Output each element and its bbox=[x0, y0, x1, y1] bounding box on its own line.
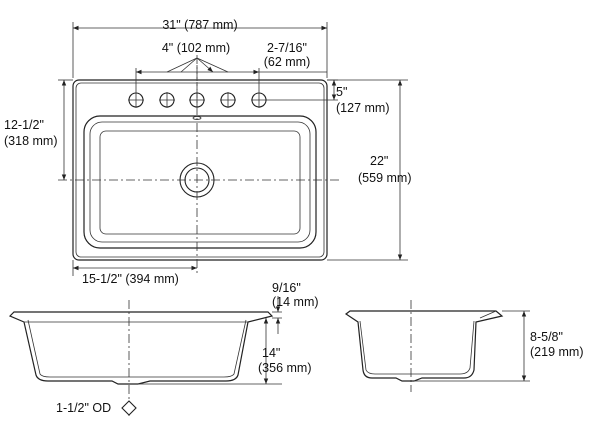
edge-offset-label-2: (62 mm) bbox=[264, 55, 311, 69]
hole-depth-label-1: 5" bbox=[336, 85, 347, 99]
side-depth-label-2: (219 mm) bbox=[530, 345, 583, 359]
sink-outer-rim bbox=[72, 79, 328, 261]
edge-offset-label-1: 2-7/16" bbox=[267, 41, 307, 55]
drain-offset-label-1: 12-1/2" bbox=[4, 118, 44, 132]
rim-height-label-1: 9/16" bbox=[272, 281, 301, 295]
hole-depth-label-2: (127 mm) bbox=[336, 101, 389, 115]
front-section-view: 9/16" (14 mm) 14" (356 mm) 1-1/2" OD bbox=[8, 281, 319, 416]
side-section-view: 8-5/8" (219 mm) bbox=[344, 300, 583, 392]
drain-offset-label-2: (318 mm) bbox=[4, 134, 57, 148]
drain-center-label: 15-1/2" (394 mm) bbox=[82, 272, 179, 286]
basin-step bbox=[89, 121, 311, 243]
side-section-profile bbox=[344, 310, 504, 382]
sink-rim-inner-line bbox=[75, 82, 325, 258]
overall-depth-label-2: (559 mm) bbox=[358, 171, 411, 185]
overall-width-label: 31" (787 mm) bbox=[162, 18, 237, 32]
rim-height-label-2: (14 mm) bbox=[272, 295, 319, 309]
front-section-profile bbox=[8, 311, 274, 385]
basin-outer bbox=[83, 115, 317, 249]
top-view: 31" (787 mm) 4" (102 mm) 2-7/16" (62 mm)… bbox=[4, 18, 411, 286]
basin-depth-label-2: (356 mm) bbox=[258, 361, 311, 375]
hole-spacing-label: 4" (102 mm) bbox=[162, 41, 230, 55]
drain-outlet-label: 1-1/2" OD bbox=[56, 401, 111, 415]
overall-depth-label-1: 22" bbox=[370, 154, 388, 168]
side-depth-label-1: 8-5/8" bbox=[530, 330, 563, 344]
basin-depth-label-1: 14" bbox=[262, 346, 280, 360]
basin-inner bbox=[99, 130, 301, 235]
